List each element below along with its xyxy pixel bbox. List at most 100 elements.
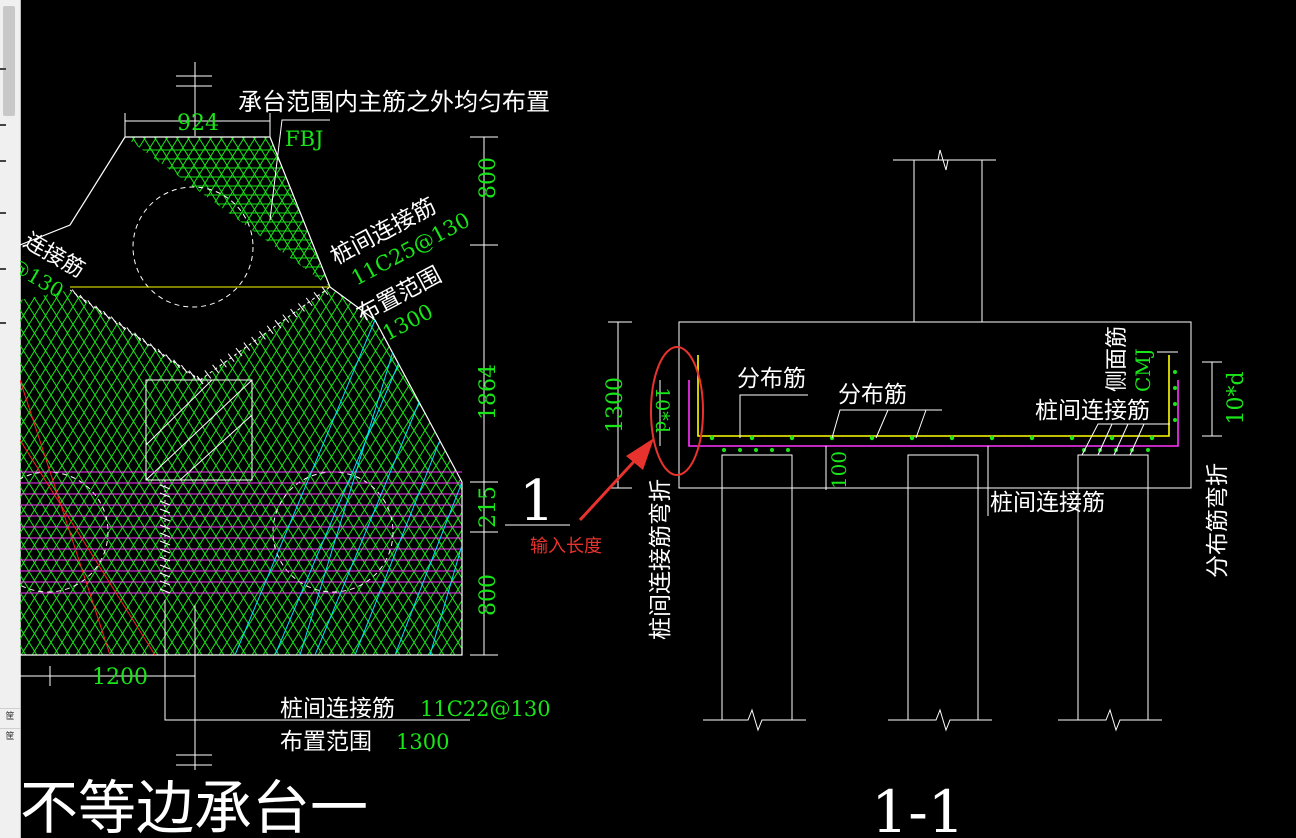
hatch-line: [20, 137, 74, 655]
dim-top-label: 924: [177, 111, 219, 136]
hatch-line: [391, 137, 462, 655]
rebar-dot: [1029, 435, 1035, 441]
rebar-dot: [789, 435, 795, 441]
ridge-tick: [266, 325, 274, 335]
red-annotation: 输入长度: [530, 346, 704, 557]
hatch-line: [645, 130, 975, 660]
dim-bottom-label: 1200: [92, 665, 148, 690]
hatch-line: [380, 137, 462, 655]
hatch-line: [204, 137, 462, 655]
hatch-line: [20, 137, 283, 655]
leader-line: [164, 600, 470, 721]
section-dim-left-inner: 10*d: [651, 387, 673, 433]
ridge-line: [199, 286, 331, 381]
rebar-dot: [1146, 448, 1150, 452]
section-dim-100: 100: [827, 451, 851, 489]
ridge-tick: [157, 348, 165, 358]
hatch-line: [402, 137, 462, 655]
cad-canvas[interactable]: 924 800 1864 215 800 1200 承台范围内主筋之外均匀布置 …: [20, 0, 1296, 838]
ridge-tick: [141, 337, 149, 347]
cap-section: [678, 321, 1192, 489]
ridge-tick: [313, 291, 321, 301]
ridge-tick: [95, 305, 102, 315]
fbj-label: FBJ: [285, 127, 323, 151]
ridge-tick: [134, 332, 142, 342]
hatch-line: [226, 137, 462, 655]
hatch-line: [20, 137, 107, 655]
hatch-line: [20, 137, 184, 655]
ridge-tick: [149, 343, 157, 352]
pile-circle: [132, 186, 254, 308]
ridge-tick: [305, 297, 313, 307]
ridge-tick: [165, 354, 173, 363]
tick-mark: [0, 268, 6, 270]
highlight-ellipse: [650, 346, 704, 476]
hatch-line: [20, 137, 85, 655]
column-tick: [159, 540, 171, 546]
hatch-line: [20, 137, 162, 655]
ridge-tick: [180, 364, 188, 374]
hatch-line: [20, 137, 250, 655]
rebar-red: [20, 379, 156, 656]
section-title: 1-1: [871, 778, 964, 838]
sidebar-cell[interactable]: 筐: [0, 728, 20, 745]
tick-mark: [0, 212, 6, 214]
dim-right-3: 215: [476, 486, 501, 528]
hatch-line: [20, 137, 63, 655]
rebar-magenta-section: [688, 380, 1179, 447]
ridge-tick: [297, 303, 305, 312]
annotation-text: 输入长度: [530, 536, 602, 557]
rebar-dot: [749, 435, 755, 441]
hatch-line: [656, 130, 986, 660]
hatch-line: [215, 137, 462, 655]
hatch-line: [20, 137, 283, 655]
label-fbj-2: 分布筋: [838, 382, 907, 408]
hatch-line: [20, 137, 74, 655]
rebar-dot: [722, 448, 726, 452]
column-tick: [159, 580, 171, 586]
rebar-dot: [754, 448, 758, 452]
hatch-line: [424, 137, 462, 655]
label-left-bend: 桩间连接筋弯折: [648, 479, 674, 640]
hatch-line: [645, 130, 975, 660]
ridge-tick: [71, 289, 79, 298]
tick-mark: [0, 160, 6, 162]
conn-bottom-spec: 11C22@130: [420, 697, 551, 721]
hatch-line: [535, 130, 865, 660]
rebar-dot: [786, 448, 790, 452]
column-diagonal: [145, 379, 253, 481]
scrollbar-thumb[interactable]: [3, 6, 15, 116]
hatch-line: [20, 137, 217, 655]
ridge-tick: [219, 358, 227, 368]
ridge-tick: [212, 364, 220, 374]
ridge-tick: [87, 300, 95, 309]
hatch-line: [281, 137, 462, 655]
section-dim-right: 10*d: [1224, 371, 1249, 424]
ridge-ticks: [71, 286, 329, 594]
hatch-line: [20, 137, 327, 655]
rebar-dot: [738, 448, 742, 452]
tick-mark: [0, 322, 6, 324]
section-dim-left: 1300: [603, 377, 628, 433]
dim-right-2: 1864: [476, 364, 501, 420]
ridge-tick: [173, 359, 181, 369]
rebar-dot: [770, 448, 774, 452]
hatch-line: [20, 137, 195, 655]
hatch-line: [20, 137, 173, 655]
hatch-line: [413, 137, 462, 655]
label-right-bend: 分布筋弯折: [1205, 463, 1231, 578]
rebar-dot: [1173, 370, 1177, 374]
ridge-tick: [282, 314, 290, 323]
left-panel-strip: 筐 筐: [0, 0, 21, 838]
dim-right-4: 800: [476, 574, 501, 616]
rebar-dot: [709, 435, 715, 441]
ridge-tick: [235, 347, 243, 357]
hatch-line: [20, 137, 305, 655]
break-line: [893, 149, 996, 171]
column-tick: [159, 556, 171, 562]
label-conn-bottom: 桩间连接筋: [990, 490, 1105, 516]
pile-sections: [703, 454, 1162, 732]
sidebar-cell[interactable]: 筐: [0, 708, 20, 725]
leader-line: [269, 119, 330, 221]
hatch-line: [20, 137, 107, 655]
